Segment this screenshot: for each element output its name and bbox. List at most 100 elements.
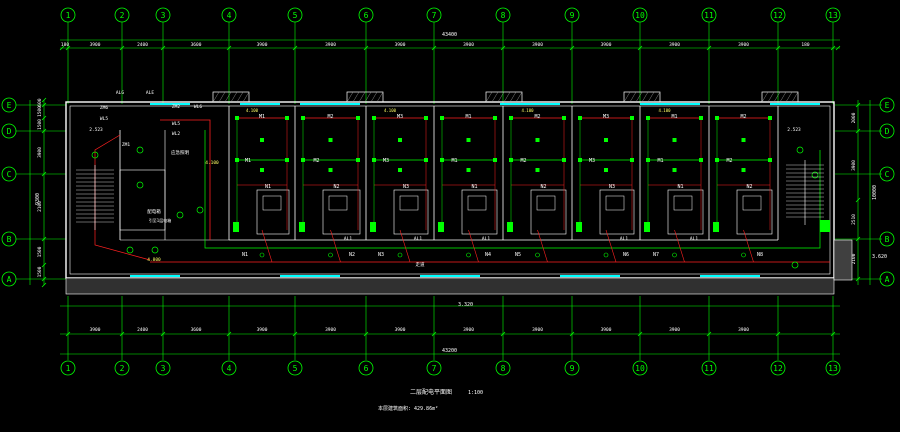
axis-bubble <box>287 360 303 376</box>
axis-bubble-label: 13 <box>828 364 838 373</box>
axis-bubble <box>825 360 841 376</box>
dimension-text: 600 <box>37 98 43 106</box>
axis-bubble-label: 6 <box>364 11 369 20</box>
dimension-text: 3900 <box>257 327 268 333</box>
outlet-fixture <box>372 116 376 120</box>
left-total-dimension: 9300 <box>35 193 41 205</box>
vent-hatch <box>497 91 505 103</box>
outlet-fixture <box>356 116 360 120</box>
dimension-tick <box>363 45 369 51</box>
outlet-fixture <box>741 168 746 172</box>
dimension-tick <box>41 276 47 282</box>
dimension-tick <box>292 45 298 51</box>
dimension-text: 3900 <box>463 327 474 333</box>
panel-label: WL5 <box>172 121 180 127</box>
total-dimension-top: 43400 <box>442 32 457 38</box>
bathroom <box>461 189 498 235</box>
exterior-wall <box>65 101 835 279</box>
dimension-tick <box>292 331 298 337</box>
bathtub <box>399 195 419 211</box>
outlet-fixture <box>646 116 650 120</box>
dimension-text: 3900 <box>395 327 406 333</box>
axis-bubble-label: 13 <box>828 11 838 20</box>
vent-hatch <box>773 91 781 103</box>
axis-bubble-label: 3 <box>161 364 166 373</box>
outlet-fixture <box>672 168 677 172</box>
axis-bubble-label: 10 <box>635 364 645 373</box>
room-tag: M2 <box>726 158 732 164</box>
branch-line <box>674 229 685 263</box>
outlet-fixture <box>398 168 402 172</box>
dimension-text: 3900 <box>738 42 749 48</box>
note-label: 配电箱 <box>147 208 161 215</box>
right-total-dimension: 10000 <box>872 185 878 200</box>
dimension-text: 2000 <box>851 112 857 123</box>
room-tag: N2 <box>333 184 339 190</box>
bathtub <box>536 195 556 211</box>
axis-bubble <box>701 360 717 376</box>
panel-label: AL1 <box>482 236 490 242</box>
dimension-tick <box>119 45 125 51</box>
outlet-fixture <box>424 116 428 120</box>
vent-hatch <box>230 91 238 103</box>
outlet-fixture <box>493 116 497 120</box>
outlet-fixture <box>235 158 239 162</box>
outlet-fixture <box>672 138 677 142</box>
dimension-tick <box>830 331 836 337</box>
dimension-tick <box>569 331 575 337</box>
vent-hatch <box>370 91 378 103</box>
outlet-fixture <box>715 116 719 120</box>
dimension-text: 1500 <box>37 246 43 257</box>
dimension-tick <box>637 45 643 51</box>
axis-bubble <box>155 360 171 376</box>
distribution-box <box>507 222 513 232</box>
right-level: 3.620 <box>872 254 887 260</box>
dimension-text: 3900 <box>601 327 612 333</box>
electrical-wiring <box>91 116 830 269</box>
axis-bubble-label: 1 <box>66 364 71 373</box>
outlet-fixture <box>578 158 582 162</box>
light-fixture <box>151 246 159 254</box>
dimension-tick <box>41 236 47 242</box>
axis-bubble-label: E <box>7 101 12 110</box>
axis-bubble-label: C <box>885 170 890 179</box>
dimension-tick <box>41 102 47 108</box>
dimension-tick <box>706 331 712 337</box>
vent-hatch <box>376 91 384 103</box>
room-tag: M1 <box>671 114 677 120</box>
dimension-text: 2510 <box>851 214 857 225</box>
dimension-text: 3900 <box>37 147 43 158</box>
dimension-tick <box>41 115 47 121</box>
fixture-circuit <box>204 130 821 249</box>
room-tag: N1 <box>265 184 271 190</box>
axis-bubble-label: D <box>7 127 12 136</box>
axis-bubble-label: 8 <box>501 11 506 20</box>
vent-hatch <box>218 91 226 103</box>
distribution-box <box>438 222 444 232</box>
panel-label: ZM1 <box>122 142 130 148</box>
vent-hatch <box>635 91 643 103</box>
outlet-fixture <box>372 158 376 162</box>
outlet-fixture <box>440 158 444 162</box>
light-fixture <box>397 252 403 258</box>
bathtub <box>605 195 625 211</box>
outlet-fixture <box>328 138 333 142</box>
light-fixture <box>259 252 265 258</box>
vent-hatch <box>364 91 372 103</box>
outlet-fixture <box>285 116 289 120</box>
vent-hatch <box>242 91 250 103</box>
vent-shaft <box>623 91 661 103</box>
vent-hatch <box>629 91 637 103</box>
room-level: 4.100 <box>384 108 397 113</box>
bathroom <box>599 189 635 235</box>
dimension-text: 3900 <box>90 42 101 48</box>
light-fixture <box>136 181 144 189</box>
dimension-tick <box>706 45 712 51</box>
vent-shaft <box>346 91 384 103</box>
light-fixture <box>796 146 804 154</box>
